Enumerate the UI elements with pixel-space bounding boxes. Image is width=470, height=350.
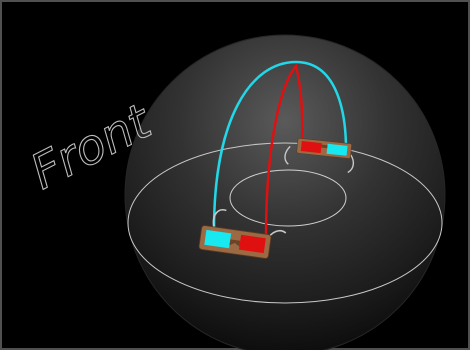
near-cyan-lens <box>204 229 232 249</box>
far-red-lens <box>300 141 322 154</box>
far-3d-glasses <box>284 138 355 174</box>
inner-ring <box>229 169 347 227</box>
equator-ellipse <box>127 142 443 304</box>
far-cyan-lens <box>326 143 348 156</box>
near-red-lens <box>238 234 266 254</box>
red-arc <box>264 63 304 238</box>
sphere <box>124 34 446 350</box>
cyan-arc <box>212 60 348 232</box>
near-3d-glasses <box>198 208 287 259</box>
